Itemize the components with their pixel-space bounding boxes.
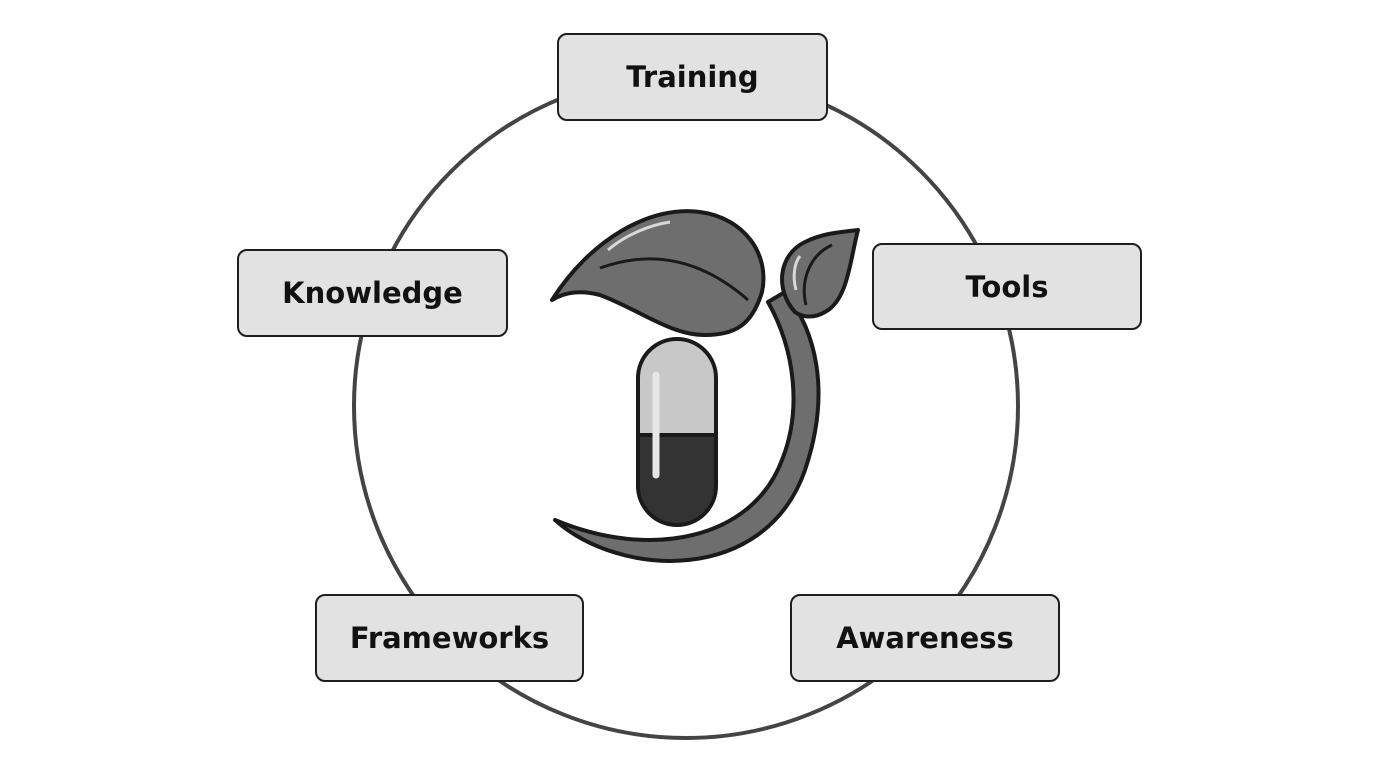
capsule-top xyxy=(636,337,718,437)
node-label: Frameworks xyxy=(349,621,550,655)
plant-and-capsule-icon xyxy=(550,209,860,563)
node-label: Training xyxy=(626,60,759,94)
node-label: Knowledge xyxy=(282,276,463,310)
large-leaf-icon xyxy=(550,209,766,337)
small-leaf-icon xyxy=(780,228,860,319)
node-training: Training xyxy=(557,33,828,121)
node-knowledge: Knowledge xyxy=(237,249,508,337)
node-awareness: Awareness xyxy=(790,594,1060,682)
node-label: Awareness xyxy=(836,621,1014,655)
node-tools: Tools xyxy=(872,243,1142,330)
node-frameworks: Frameworks xyxy=(315,594,584,682)
capsule-bottom xyxy=(636,433,718,527)
node-label: Tools xyxy=(965,269,1049,304)
